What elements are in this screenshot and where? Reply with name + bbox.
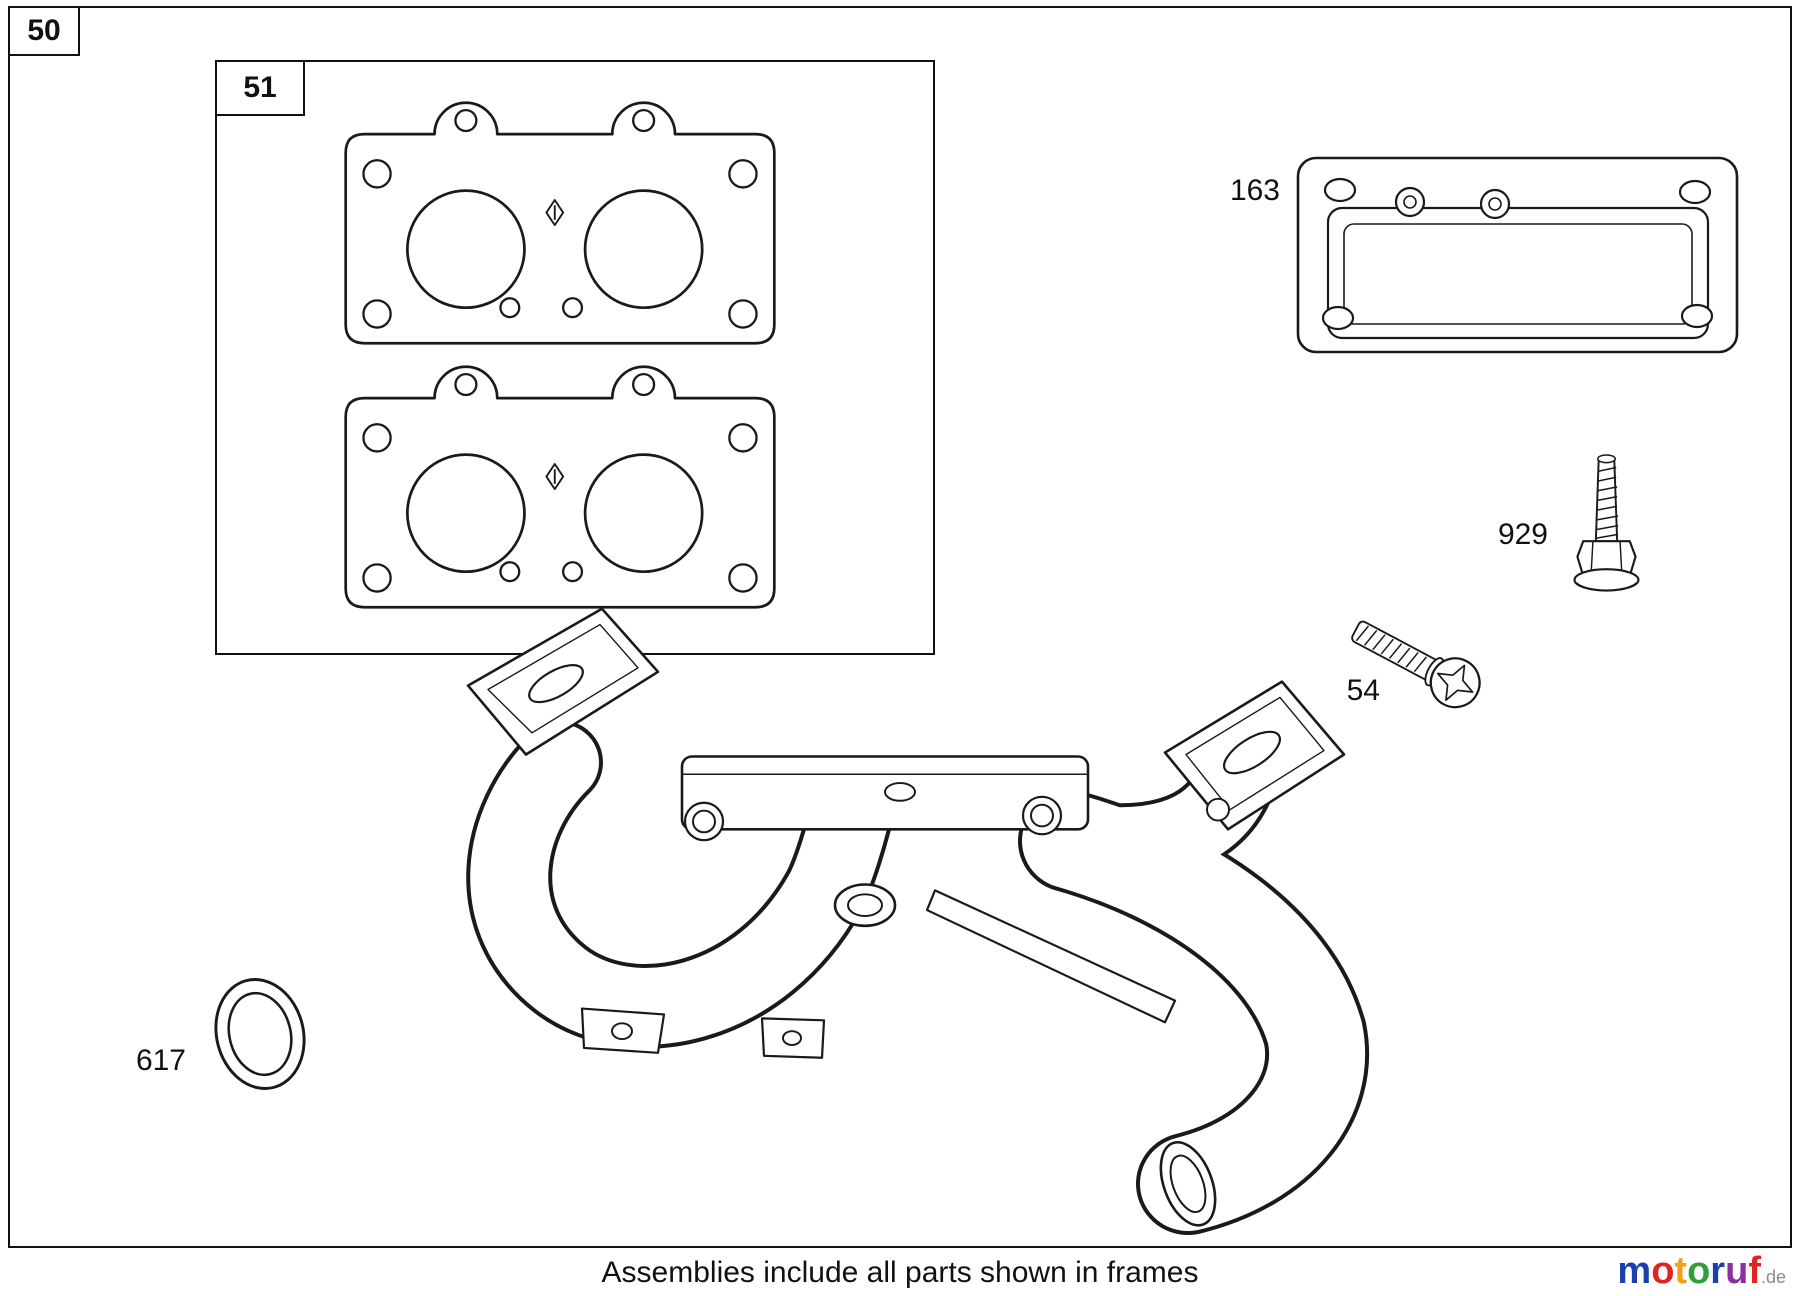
frame-50-label: 50 — [27, 14, 61, 47]
logo-letter: f — [1748, 1250, 1761, 1292]
flange-bolt-929-drawing — [1573, 454, 1640, 592]
frame-50-label-box: 50 — [8, 6, 80, 56]
screw-54-drawing — [1351, 620, 1481, 709]
part-54-label: 54 — [1346, 674, 1380, 707]
frame-51-label: 51 — [243, 71, 277, 104]
exhaust-gasket-163-drawing — [1296, 156, 1739, 354]
motoruf-logo: motoruf.de — [1617, 1250, 1786, 1293]
logo-letter: m — [1617, 1250, 1652, 1292]
logo-letter: o — [1687, 1250, 1711, 1292]
logo-letter: r — [1710, 1250, 1726, 1292]
diagram-outer-border — [8, 6, 1792, 1248]
logo-letter: t — [1674, 1250, 1688, 1292]
part-929-label: 929 — [1497, 518, 1548, 551]
logo-letter: o — [1651, 1250, 1675, 1292]
part-617-label: 617 — [135, 1044, 186, 1077]
logo-suffix: .de — [1760, 1267, 1786, 1287]
manifold-gasket-drawing-bottom — [330, 356, 790, 618]
manifold-gasket-drawing-top — [330, 92, 790, 354]
logo-letter: u — [1725, 1250, 1749, 1292]
o-ring-617-drawing — [214, 978, 306, 1090]
footer-caption: Assemblies include all parts shown in fr… — [601, 1256, 1199, 1289]
frame-51-label-box: 51 — [215, 60, 305, 116]
exhaust-manifold-drawing — [466, 607, 1370, 1235]
part-163-label: 163 — [1229, 174, 1280, 207]
